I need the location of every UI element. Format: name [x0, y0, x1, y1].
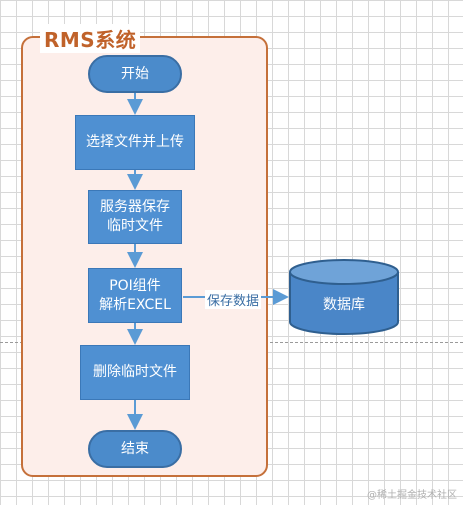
poi-parse-node: POI组件 解析EXCEL [88, 268, 182, 323]
database-cylinder [289, 259, 399, 335]
container-title: RMS系统 [40, 24, 141, 53]
start-node: 开始 [88, 55, 182, 93]
save-data-edge-label: 保存数据 [205, 290, 262, 309]
end-node: 结束 [88, 430, 182, 468]
save-temp-node: 服务器保存 临时文件 [88, 190, 182, 244]
delete-temp-node: 删除临时文件 [80, 345, 190, 400]
select-upload-node: 选择文件并上传 [75, 115, 195, 170]
watermark: @稀土掘金技术社区 [367, 490, 457, 501]
rms-system-container [21, 36, 268, 477]
database-label: 数据库 [323, 297, 365, 313]
